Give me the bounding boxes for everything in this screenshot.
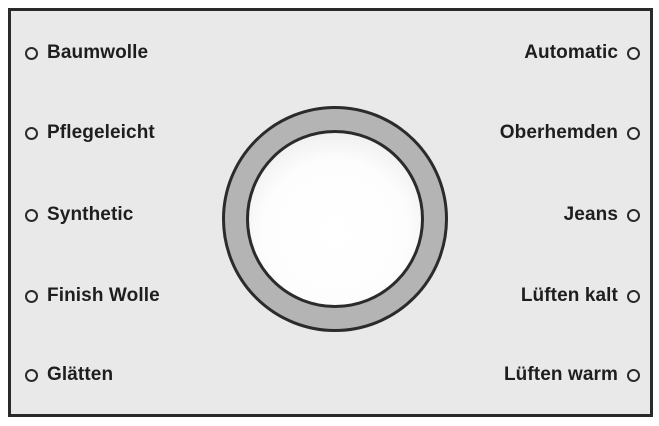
program-glaetten[interactable]: Glätten (25, 361, 113, 389)
indicator-led-icon (25, 289, 38, 303)
indicator-led-icon (25, 208, 38, 222)
program-label: Lüften kalt (520, 285, 618, 306)
program-oberhemden[interactable]: Oberhemden (500, 119, 640, 147)
program-label: Glätten (47, 364, 114, 385)
program-lueften-warm[interactable]: Lüften warm (504, 361, 640, 389)
indicator-led-icon (627, 289, 640, 303)
indicator-led-icon (25, 46, 38, 60)
program-label: Oberhemden (499, 122, 618, 143)
rotary-dial-icon[interactable] (222, 106, 448, 332)
program-lueften-kalt[interactable]: Lüften kalt (521, 282, 640, 310)
indicator-led-icon (25, 368, 38, 382)
program-label: Pflegeleicht (47, 122, 155, 143)
program-label: Jeans (563, 204, 618, 225)
program-label: Lüften warm (503, 364, 618, 385)
indicator-led-icon (627, 46, 640, 60)
program-selector-panel: Baumwolle Pflegeleicht Synthetic Finish … (8, 8, 653, 417)
program-synthetic[interactable]: Synthetic (25, 201, 133, 229)
indicator-led-icon (627, 368, 640, 382)
program-baumwolle[interactable]: Baumwolle (25, 39, 148, 67)
program-automatic[interactable]: Automatic (524, 39, 640, 67)
program-finish-wolle[interactable]: Finish Wolle (25, 282, 160, 310)
rotary-dial-face[interactable] (246, 130, 424, 308)
program-label: Finish Wolle (47, 285, 160, 306)
program-label: Baumwolle (47, 42, 149, 63)
indicator-led-icon (627, 208, 640, 222)
program-label: Synthetic (47, 204, 134, 225)
indicator-led-icon (627, 126, 640, 140)
program-label: Automatic (524, 42, 618, 63)
indicator-led-icon (25, 126, 38, 140)
program-pflegeleicht[interactable]: Pflegeleicht (25, 119, 155, 147)
program-jeans[interactable]: Jeans (564, 201, 640, 229)
